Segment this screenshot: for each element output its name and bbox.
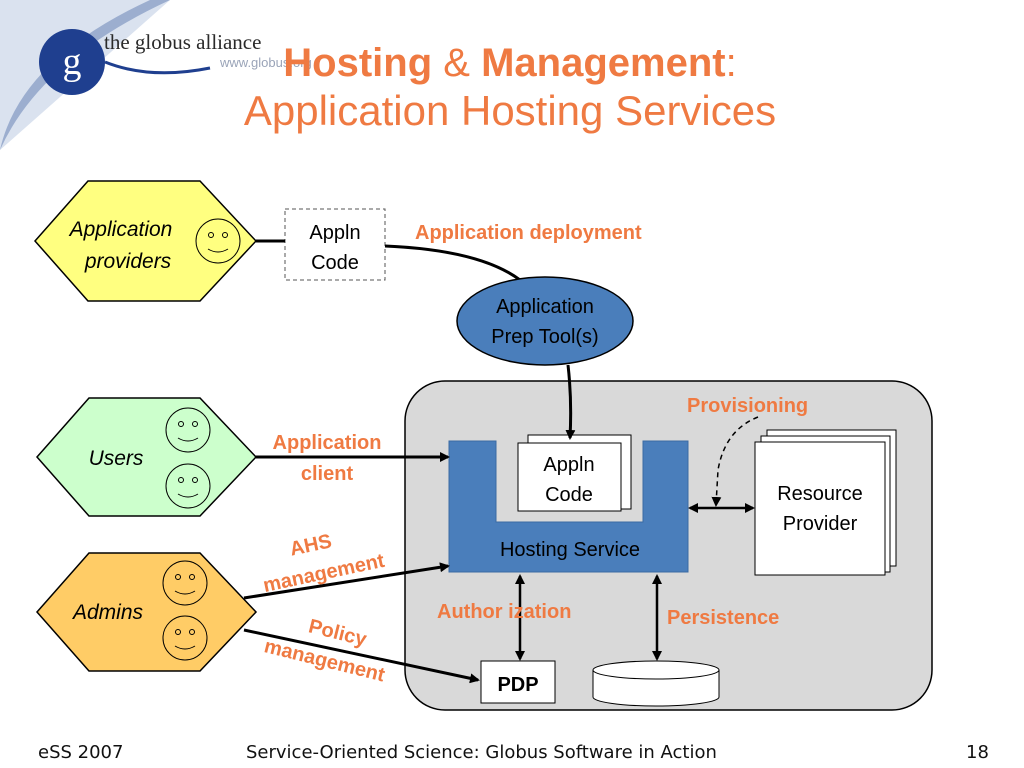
inner-code-line-1: Appln bbox=[543, 454, 594, 476]
inner-code-line-2: Code bbox=[545, 484, 593, 506]
inner-appln-code-box bbox=[517, 442, 622, 512]
users-hexagon bbox=[36, 397, 258, 517]
slide-title: Hosting & Management: Application Hostin… bbox=[100, 40, 920, 136]
footer-event: eSS 2007 bbox=[38, 742, 124, 763]
ahs-management-line-2: management bbox=[261, 550, 387, 597]
prep-tool-line-1: Application bbox=[496, 296, 594, 318]
authorization-label: Author ization bbox=[437, 601, 571, 623]
app-providers-line-2: providers bbox=[84, 250, 172, 273]
policy-management-label: Policy management bbox=[262, 615, 387, 686]
pdp-box bbox=[480, 660, 556, 704]
user-smiley-icon-1 bbox=[165, 407, 211, 453]
logo-url: www.globus.org bbox=[220, 55, 312, 70]
resource-provider-line-1: Resource bbox=[777, 483, 863, 505]
title-hosting: Hosting bbox=[283, 41, 433, 85]
application-client-line-1: Application bbox=[273, 432, 382, 454]
application-deployment-label: Application deployment bbox=[415, 222, 642, 244]
title-management: Management bbox=[481, 41, 726, 85]
prep-tool-ellipse bbox=[456, 276, 634, 366]
admin-smiley-icon-1 bbox=[162, 560, 208, 606]
logo-circle bbox=[39, 29, 105, 95]
users-label: Users bbox=[89, 447, 144, 470]
admins-label: Admins bbox=[71, 601, 144, 624]
app-providers-line-1: Application bbox=[68, 218, 173, 241]
admins-hexagon bbox=[36, 552, 258, 672]
persistence-label: Persistence bbox=[667, 607, 779, 629]
hosting-service-shape bbox=[448, 440, 689, 573]
application-client-line-2: client bbox=[301, 463, 354, 485]
ahs-management-arrow bbox=[243, 562, 450, 600]
code-to-prep-tool-line bbox=[384, 244, 521, 282]
footer-title: Service-Oriented Science: Globus Softwar… bbox=[246, 742, 717, 763]
top-appln-code-box bbox=[284, 208, 386, 281]
footer-page-number: 18 bbox=[966, 742, 989, 763]
top-code-line-2: Code bbox=[311, 252, 359, 274]
hosting-service-label: Hosting Service bbox=[500, 539, 640, 561]
policy-management-arrow bbox=[243, 628, 480, 684]
logo-orbit bbox=[104, 60, 211, 75]
policy-management-line-2: management bbox=[262, 635, 387, 686]
admin-smiley-icon-2 bbox=[162, 615, 208, 661]
globus-logo-graphic: g bbox=[0, 0, 211, 150]
storage-cylinder-icon bbox=[592, 660, 720, 707]
pdp-label: PDP bbox=[497, 674, 538, 696]
resource-provider-line-2: Provider bbox=[783, 513, 858, 535]
top-code-line-1: Appln bbox=[309, 222, 360, 244]
logo-letter: g bbox=[63, 41, 82, 83]
title-line-1: Hosting & Management: bbox=[100, 40, 920, 86]
logo-name: the globus alliance bbox=[104, 30, 262, 54]
title-colon: : bbox=[725, 41, 737, 85]
ahs-management-line-1: AHS bbox=[288, 530, 334, 560]
user-smiley-icon-2 bbox=[165, 463, 211, 509]
title-subtitle: Application Hosting Services bbox=[243, 87, 777, 134]
provisioning-dashed-arrow bbox=[711, 416, 759, 507]
prep-tool-line-2: Prep Tool(s) bbox=[491, 326, 598, 348]
title-amp: & bbox=[443, 41, 470, 85]
deploy-arrow bbox=[565, 364, 576, 440]
provider-smiley-icon bbox=[195, 218, 241, 264]
resource-provider-box bbox=[754, 441, 886, 576]
provisioning-label: Provisioning bbox=[687, 395, 808, 417]
